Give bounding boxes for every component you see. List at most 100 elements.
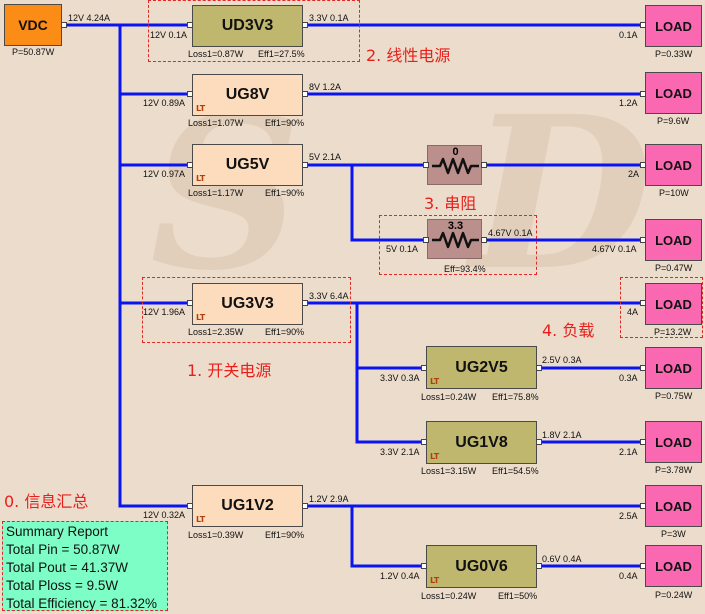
- resistor-symbol-icon: [432, 231, 479, 249]
- regulator-loss: Loss1=1.17W: [188, 188, 244, 198]
- load-name: LOAD: [655, 558, 692, 574]
- load-input: 4A: [627, 307, 639, 317]
- regulator-input-port: [187, 91, 193, 97]
- load-l2[interactable]: LOAD: [645, 72, 702, 114]
- switching-highlight-box: [142, 277, 351, 343]
- load-l3[interactable]: LOAD: [645, 144, 702, 186]
- regulator-loss: Loss1=0.39W: [188, 530, 244, 540]
- resistor-output-port: [481, 162, 487, 168]
- summary-title: Summary Report: [6, 524, 109, 539]
- resistor-value: 0: [452, 146, 459, 158]
- load-l6[interactable]: LOAD: [645, 347, 702, 389]
- resistor-output-port: [481, 237, 487, 243]
- annotation-load: 4. 负载: [542, 321, 595, 340]
- regulator-ug2v5[interactable]: UG2V5: [426, 346, 537, 389]
- regulator-loss: Loss1=0.24W: [421, 591, 477, 601]
- regulator-input: 12V 0.32A: [143, 510, 186, 520]
- summary-total-pin: Total Pin = 50.87W: [6, 542, 120, 557]
- load-l1[interactable]: LOAD: [645, 5, 702, 47]
- load-input: 0.1A: [619, 30, 638, 40]
- load-input: 1.2A: [619, 98, 638, 108]
- resistor-symbol-icon: [432, 157, 479, 175]
- regulator-output-port: [536, 439, 542, 445]
- load-name: LOAD: [655, 434, 692, 450]
- regulator-ug5v[interactable]: UG5V: [192, 144, 303, 186]
- annotation-switching: 1. 开关电源: [187, 361, 272, 380]
- regulator-loss: Loss1=2.35W: [188, 327, 244, 337]
- regulator-loss: Loss1=0.87W: [188, 49, 244, 59]
- regulator-name: UG8V: [225, 86, 270, 103]
- lt-logo-icon: LT: [430, 452, 440, 461]
- regulator-output-port: [302, 162, 308, 168]
- source-name: VDC: [18, 17, 48, 33]
- regulator-input-port: [421, 365, 427, 371]
- regulator-ug0v6[interactable]: UG0V6: [426, 545, 537, 588]
- load-l8[interactable]: LOAD: [645, 485, 702, 527]
- regulator-ug8v[interactable]: UG8V: [192, 74, 303, 116]
- annotation-resistor: 3. 串阻: [424, 194, 477, 213]
- resistor-input-port: [423, 162, 429, 168]
- load-name: LOAD: [655, 232, 692, 248]
- load-power: P=0.75W: [655, 391, 693, 401]
- load-power: P=13.2W: [654, 327, 692, 337]
- regulator-ud3v3[interactable]: UD3V3: [192, 5, 303, 47]
- load-input: 2.5A: [619, 511, 638, 521]
- load-name: LOAD: [655, 157, 692, 173]
- load-power: P=3W: [661, 529, 686, 539]
- load-input-port: [640, 439, 646, 445]
- regulator-input-port: [187, 22, 193, 28]
- regulator-input: 3.3V 0.3A: [380, 373, 420, 383]
- lt-logo-icon: LT: [196, 515, 206, 524]
- regulator-ug1v8[interactable]: UG1V8: [426, 421, 537, 464]
- summary-total-pout: Total Pout = 41.37W: [6, 560, 128, 575]
- load-input: 0.4A: [619, 571, 638, 581]
- regulator-input: 1.2V 0.4A: [380, 571, 420, 581]
- load-l9[interactable]: LOAD: [645, 545, 702, 587]
- regulator-name: UG1V2: [221, 497, 274, 514]
- resistor-value: 3.3: [447, 220, 464, 232]
- load-power: P=0.47W: [655, 263, 693, 273]
- regulator-output-port: [302, 22, 308, 28]
- summary-total-efficiency: Total Efficiency = 81.32%: [6, 596, 157, 611]
- lt-logo-icon: LT: [196, 174, 206, 183]
- load-power: P=9.6W: [657, 116, 690, 126]
- regulator-output: 1.8V 2.1A: [542, 430, 582, 440]
- load-highlight-box: [620, 277, 703, 338]
- regulator-output-port: [302, 91, 308, 97]
- load-name: LOAD: [655, 85, 692, 101]
- regulator-input-port: [187, 162, 193, 168]
- regulator-ug1v2[interactable]: UG1V2: [192, 485, 303, 527]
- regulator-output: 3.3V 6.4A: [309, 291, 349, 301]
- regulator-name: UD3V3: [221, 17, 274, 34]
- source-output: 12V 4.24A: [68, 13, 111, 23]
- regulator-output-port: [302, 300, 308, 306]
- annotation-linear: 2. 线性电源: [366, 46, 451, 65]
- regulator-input-port: [187, 503, 193, 509]
- resistor-input: 5V 0.1A: [386, 244, 419, 254]
- annotation-summary: 0. 信息汇总: [4, 492, 89, 511]
- load-input: 2.1A: [619, 447, 638, 457]
- regulator-ug3v3[interactable]: UG3V3: [192, 283, 303, 325]
- regulator-eff: Eff1=27.5%: [258, 49, 305, 59]
- load-l7[interactable]: LOAD: [645, 421, 702, 463]
- regulator-eff: Eff1=90%: [265, 530, 305, 540]
- regulator-output: 8V 1.2A: [309, 82, 342, 92]
- linear-highlight-box: [148, 0, 360, 62]
- resistor-eff: Eff=93.4%: [444, 264, 486, 274]
- source-block[interactable]: VDC: [4, 4, 62, 46]
- load-power: P=3.78W: [655, 465, 693, 475]
- load-power: P=0.24W: [655, 590, 693, 600]
- load-l4[interactable]: LOAD: [645, 219, 702, 261]
- load-input-port: [640, 91, 646, 97]
- regulator-name: UG2V5: [455, 358, 508, 376]
- regulator-name: UG5V: [225, 156, 270, 173]
- resistor-r33[interactable]: 3.3: [427, 219, 482, 259]
- summary-total-ploss: Total Ploss = 9.5W: [6, 578, 119, 593]
- regulator-loss: Loss1=1.07W: [188, 118, 244, 128]
- load-l5[interactable]: LOAD: [645, 283, 702, 325]
- resistor-output: 4.67V 0.1A: [488, 228, 533, 238]
- resistor-r0[interactable]: 0: [427, 145, 482, 185]
- regulator-name: UG1V8: [455, 433, 508, 451]
- lt-logo-icon: LT: [196, 104, 206, 113]
